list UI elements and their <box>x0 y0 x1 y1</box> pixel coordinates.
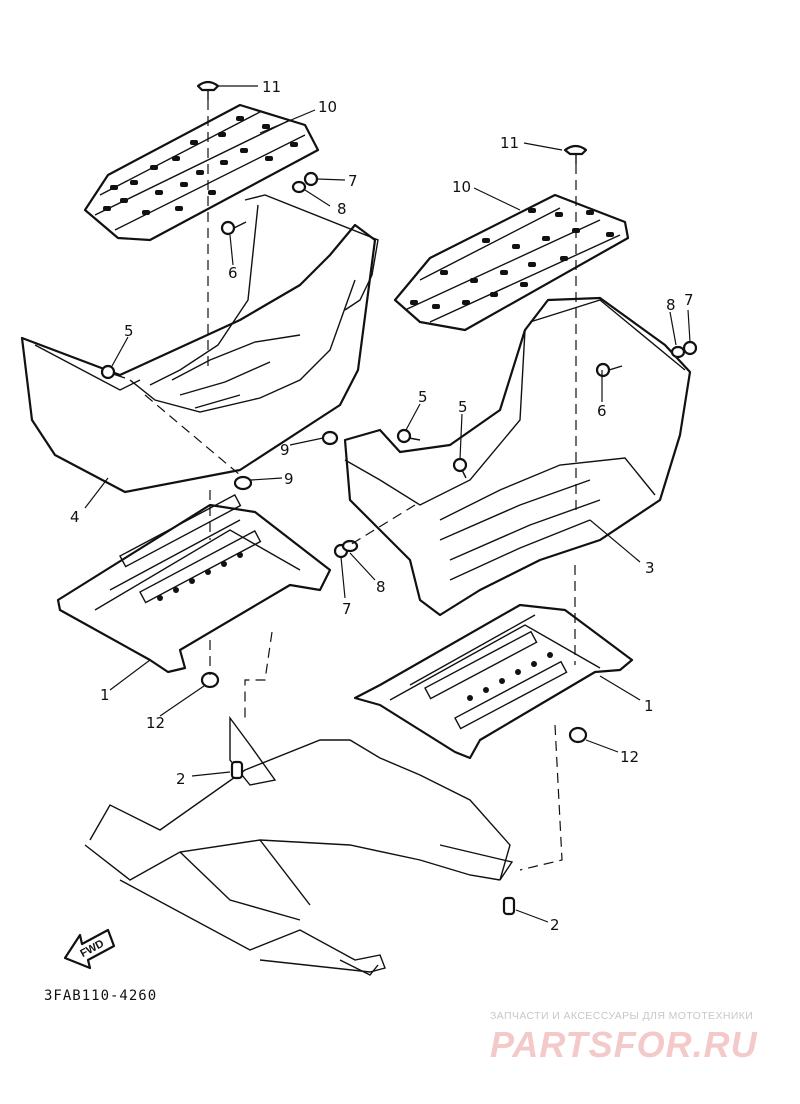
callout-1-left: 1 <box>100 686 110 704</box>
left-footrest-mat <box>83 103 320 242</box>
callout-2-left: 2 <box>176 770 186 788</box>
right-footrest-plate <box>353 603 634 760</box>
callout-8-left-bottom: 8 <box>376 578 386 596</box>
callout-10-left: 10 <box>318 98 337 116</box>
callout-12-right: 12 <box>620 748 639 766</box>
watermark-logo: PARTSFOR.RU <box>490 1024 758 1065</box>
callout-11-right: 11 <box>500 134 519 152</box>
callout-7-left-bottom: 7 <box>342 600 352 618</box>
callout-5-left: 5 <box>124 322 134 340</box>
callout-8-right: 8 <box>666 296 676 314</box>
callout-1-right: 1 <box>644 697 654 715</box>
left-footrest-guard <box>20 194 379 494</box>
callout-11-left: 11 <box>262 78 281 96</box>
callout-8-left-top: 8 <box>337 200 347 218</box>
right-footrest-mat <box>393 193 630 332</box>
diagram-code: 3FAB110-4260 <box>44 988 158 1004</box>
callout-10-right: 10 <box>452 178 471 196</box>
callout-5-right: 5 <box>458 398 468 416</box>
right-footrest-guard <box>343 296 692 617</box>
alignment-lines <box>144 100 577 871</box>
leader-lines <box>84 85 691 923</box>
callout-6-left: 6 <box>228 264 238 282</box>
left-footrest-plate <box>56 494 332 674</box>
callout-7-right: 7 <box>684 291 694 309</box>
callout-labels: 11 10 11 10 7 8 6 5 4 5 5 9 9 8 7 3 8 7 … <box>70 78 694 934</box>
callout-7-left-top: 7 <box>348 172 358 190</box>
watermark-tagline: ЗАПЧАСТИ И АКСЕССУАРЫ ДЛЯ МОТОТЕХНИКИ <box>490 1010 754 1022</box>
frame-section <box>84 715 514 976</box>
callout-9-bottom: 9 <box>284 470 294 488</box>
callout-4: 4 <box>70 508 80 526</box>
callout-5-mid: 5 <box>418 388 428 406</box>
fasteners <box>100 80 698 916</box>
callout-3: 3 <box>645 559 655 577</box>
callout-6-right: 6 <box>597 402 607 420</box>
callout-12-left: 12 <box>146 714 165 732</box>
callout-2-right: 2 <box>550 916 560 934</box>
callout-9-top: 9 <box>280 441 290 459</box>
fwd-direction-arrow: FWD <box>63 928 116 970</box>
